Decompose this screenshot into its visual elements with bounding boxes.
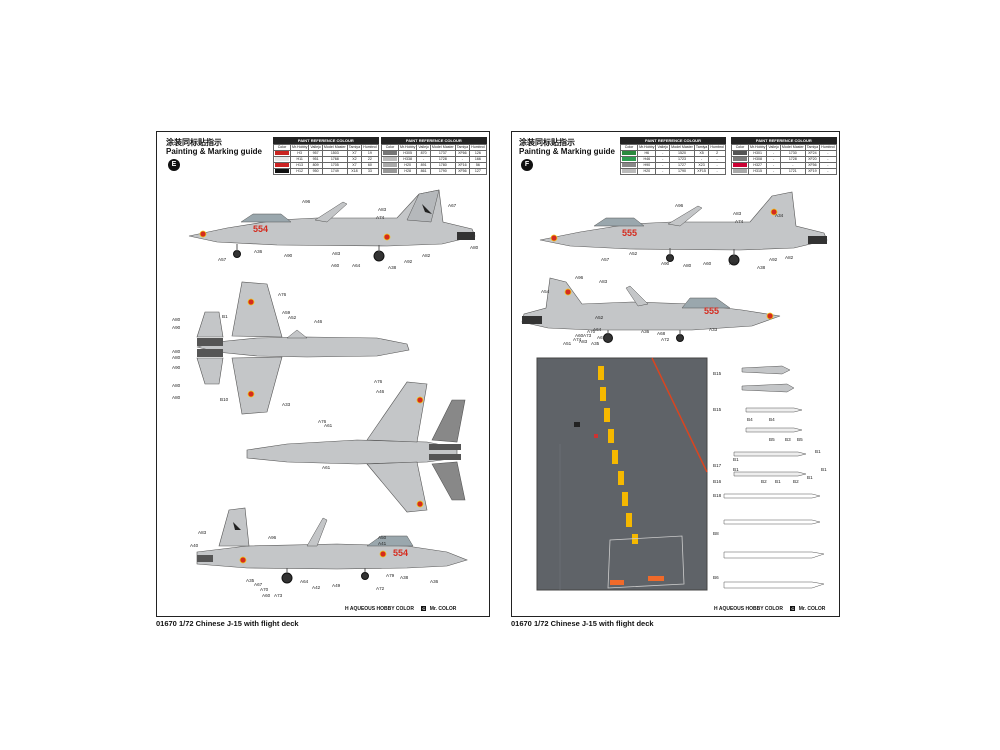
aircraft-side-view-bottom: 554 <box>196 507 468 584</box>
roundel-marking <box>416 500 424 508</box>
roundel-marking <box>379 550 387 558</box>
tail-number: 554 <box>253 224 268 234</box>
aqueous-legend-label: AQUEOUS HOBBY COLOR <box>718 606 783 612</box>
aircraft-side-view-top: 554 <box>188 189 476 262</box>
sheet-badge: F <box>521 159 533 171</box>
kit-caption-e: 01670 1/72 Chinese J-15 with flight deck <box>156 619 299 628</box>
roundel-marking <box>247 390 255 398</box>
aircraft-underside-view <box>246 381 466 513</box>
roundel-marking <box>239 556 247 564</box>
roundel-marking <box>199 230 207 238</box>
roundel-marking <box>416 396 424 404</box>
paint-table-header: PAINT REFERENCE COLOUR <box>381 137 487 144</box>
sheet-badge: E <box>168 159 180 171</box>
aircraft-planform-view <box>196 281 410 415</box>
aircraft-illustrations-f: 555 555 <box>521 191 828 591</box>
aircraft-illustrations-e: 554 <box>188 189 476 584</box>
page-title-chinese: 涂装同标贴指示 <box>166 138 222 147</box>
aqueous-legend-label: AQUEOUS HOBBY COLOR <box>349 606 414 612</box>
roundel-marking <box>564 288 572 296</box>
roundel-marking <box>383 233 391 241</box>
page-title: Painting & Marking guide <box>519 147 616 156</box>
page-title-chinese: 涂装同标贴指示 <box>519 138 575 147</box>
color-legend: H AQUEOUS HOBBY COLOR C Mr. COLOR <box>714 606 825 612</box>
paint-table-header: PAINT REFERENCE COLOUR <box>273 137 379 144</box>
mr-color-legend-mark: C <box>421 606 427 612</box>
squadron-emblem <box>233 522 241 530</box>
tail-number: 554 <box>393 548 408 558</box>
painting-guide-sheet-e: 涂装同标贴指示 Painting & Marking guide E PAINT… <box>156 131 490 617</box>
color-legend: H AQUEOUS HOBBY COLOR C Mr. COLOR <box>345 606 456 612</box>
mr-color-legend-label: Mr. COLOR <box>429 606 457 612</box>
tail-number: 555 <box>704 306 719 316</box>
roundel-marking <box>247 298 255 306</box>
tail-number: 555 <box>622 228 637 238</box>
aqueous-legend-mark: H <box>714 606 718 612</box>
aircraft-side-view-top: 555 <box>539 191 828 266</box>
paint-table-header: PAINT REFERENCE COLOUR <box>620 137 726 144</box>
aqueous-legend-mark: H <box>345 606 349 612</box>
page-title: Painting & Marking guide <box>166 147 263 156</box>
roundel-marking <box>550 234 558 242</box>
roundel-marking <box>766 312 774 320</box>
mr-color-legend-label: Mr. COLOR <box>798 606 826 612</box>
aircraft-side-view-bottom: 555 <box>521 277 781 343</box>
painting-guide-sheet-f: 涂装同标贴指示 Painting & Marking guide F PAINT… <box>511 131 840 617</box>
weapons-loadout <box>723 365 825 589</box>
flight-deck-panel <box>536 357 708 591</box>
squadron-emblem <box>422 204 432 214</box>
kit-caption-f: 01670 1/72 Chinese J-15 with flight deck <box>511 619 654 628</box>
mr-color-legend-mark: C <box>790 606 796 612</box>
paint-table-header: PAINT REFERENCE COLOUR <box>731 137 837 144</box>
roundel-marking <box>770 208 778 216</box>
